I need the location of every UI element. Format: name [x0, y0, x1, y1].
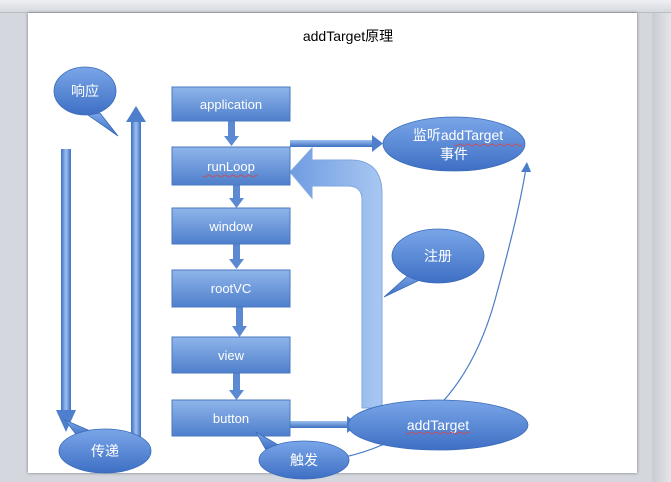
box-runloop-label: runLoop	[207, 159, 255, 174]
box-button-label: button	[213, 411, 249, 426]
callout-trigger: 触发	[254, 430, 350, 480]
runloop-to-listen-arrow	[290, 135, 383, 152]
response-up-arrow	[126, 106, 146, 437]
callout-deliver: 传递	[58, 419, 152, 474]
box-window: window	[171, 207, 291, 245]
callout-listen-line1: 监听addTarget	[413, 127, 503, 143]
callout-addtarget-label: addTarget	[407, 417, 469, 433]
stack-connectors	[224, 121, 247, 400]
trigger-curve-arrowhead	[521, 162, 531, 172]
callout-response: 响应	[53, 66, 119, 137]
spellcheck-underline	[202, 174, 258, 178]
callout-response-label: 响应	[71, 83, 99, 99]
editor-top-bar	[0, 0, 671, 13]
box-application-label: application	[200, 97, 262, 112]
spellcheck-underline	[405, 431, 471, 435]
deliver-down-arrow	[56, 149, 76, 432]
spellcheck-underline	[453, 143, 523, 147]
callout-addtarget: addTarget	[347, 399, 529, 451]
callout-listen: 监听addTarget 事件	[382, 116, 526, 172]
box-view-label: view	[218, 348, 245, 363]
box-rootvc: rootVC	[171, 269, 291, 308]
callout-listen-line2: 事件	[440, 146, 468, 162]
box-rootvc-label: rootVC	[211, 281, 251, 296]
box-button: button	[171, 399, 291, 437]
box-window-label: window	[208, 219, 253, 234]
diagram-title: addTarget原理	[303, 28, 393, 44]
callout-register-label: 注册	[424, 248, 452, 264]
editor-right-panel	[652, 13, 671, 482]
box-application: application	[171, 86, 291, 122]
callout-deliver-label: 传递	[91, 443, 119, 459]
slide-page	[28, 13, 637, 473]
box-runloop: runLoop	[171, 146, 291, 186]
callout-register: 注册	[383, 228, 485, 298]
box-view: view	[171, 336, 291, 374]
register-bent-arrow	[289, 146, 383, 409]
callout-trigger-label: 触发	[290, 452, 318, 468]
